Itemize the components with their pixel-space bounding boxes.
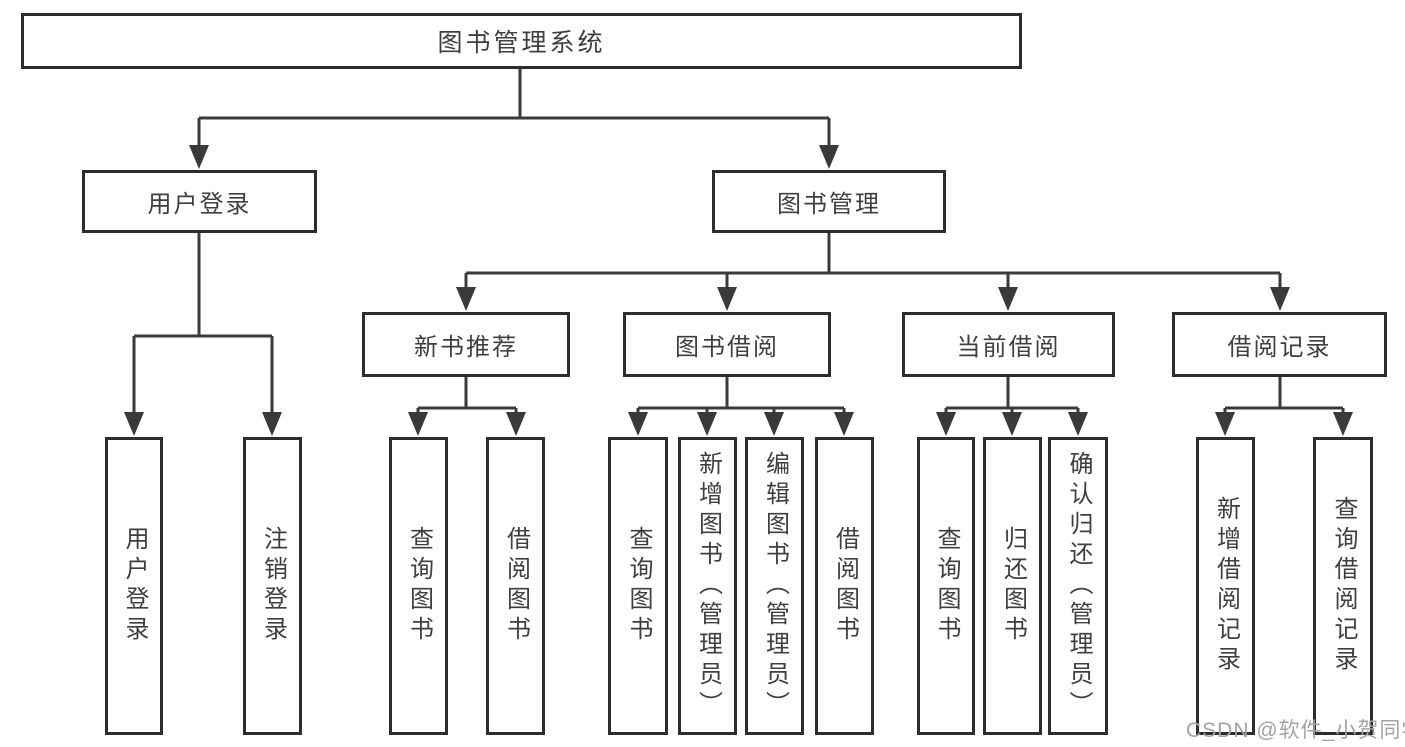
- leaf-label: 借阅图书: [502, 526, 530, 646]
- leaf-label: 查询图书: [405, 526, 433, 646]
- node-book-management: 图书管理: [712, 170, 946, 233]
- leaf-query-books-current: 查询图书: [917, 437, 975, 735]
- leaf-query-books-borrow: 查询图书: [608, 437, 668, 735]
- leaf-add-book-admin: 新增图书（管理员）: [678, 437, 737, 735]
- leaf-user-login: 用户登录: [105, 437, 163, 735]
- leaf-label: 确认归还（管理员）: [1065, 451, 1092, 721]
- leaf-edit-book-admin: 编辑图书（管理员）: [745, 437, 804, 735]
- leaf-label: 新增图书（管理员）: [694, 451, 722, 721]
- leaf-add-borrow-record: 新增借阅记录: [1196, 437, 1255, 735]
- leaf-query-borrow-record: 查询借阅记录: [1313, 437, 1373, 735]
- leaf-label: 借阅图书: [831, 526, 859, 646]
- leaf-query-books-recommend: 查询图书: [389, 437, 448, 735]
- leaf-logout: 注销登录: [243, 437, 302, 735]
- leaf-label: 注销登录: [259, 526, 287, 646]
- node-borrow-records: 借阅记录: [1172, 312, 1387, 377]
- leaf-confirm-return-admin: 确认归还（管理员）: [1048, 437, 1108, 735]
- leaf-label: 查询借阅记录: [1330, 496, 1357, 676]
- leaf-return-book: 归还图书: [983, 437, 1042, 735]
- node-book-borrow: 图书借阅: [623, 312, 831, 377]
- leaf-label: 用户登录: [121, 526, 148, 646]
- node-new-book-recommend: 新书推荐: [362, 312, 570, 377]
- node-user-login: 用户登录: [82, 170, 317, 233]
- arrowheads: [124, 145, 1353, 436]
- leaf-label: 新增借阅记录: [1212, 496, 1240, 676]
- leaf-label: 查询图书: [625, 526, 652, 646]
- leaf-borrow-books: 借阅图书: [815, 437, 874, 735]
- csdn-watermark: CSDN @软件_小贺同学: [1186, 719, 1405, 742]
- leaf-label: 归还图书: [999, 526, 1027, 646]
- leaf-label: 查询图书: [933, 526, 960, 646]
- node-current-borrow: 当前借阅: [902, 312, 1115, 377]
- leaf-borrow-books-recommend: 借阅图书: [486, 437, 545, 735]
- leaf-label: 编辑图书（管理员）: [761, 451, 789, 721]
- node-library-system: 图书管理系统: [21, 13, 1022, 69]
